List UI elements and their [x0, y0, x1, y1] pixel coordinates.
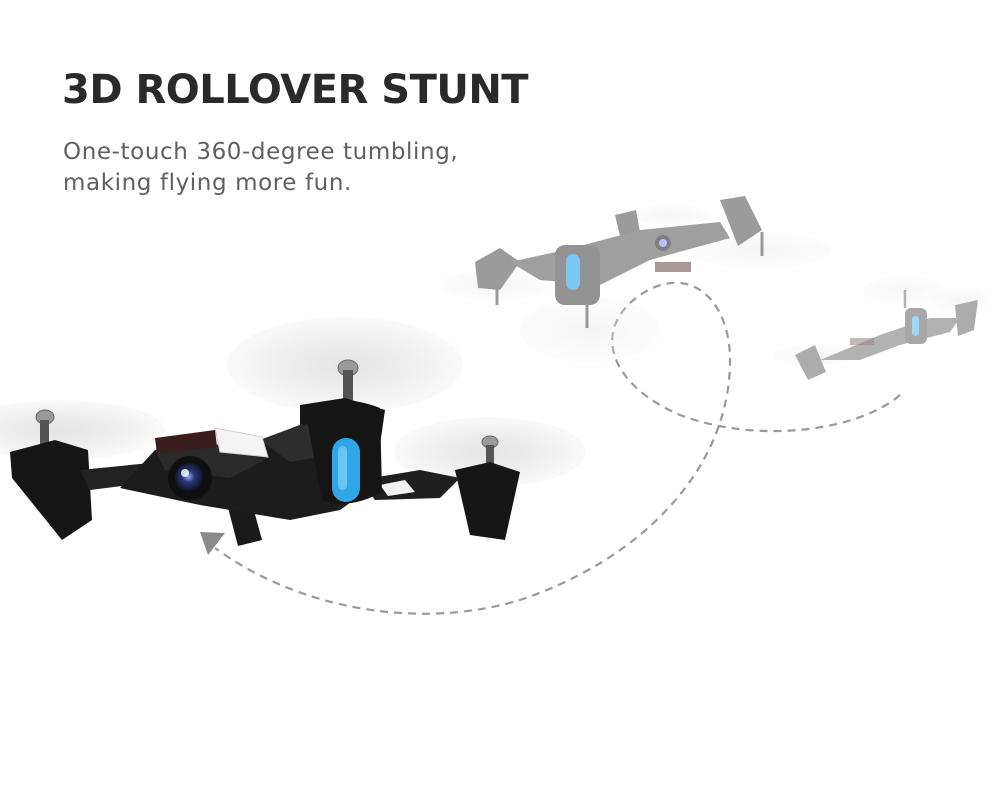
feature-description-line-2: making flying more fun. [63, 170, 352, 196]
flight-path-arrowhead [200, 532, 225, 555]
ghost-drone-upper [440, 196, 830, 362]
motor-leg-right [455, 462, 520, 540]
flight-path-loop [214, 281, 901, 615]
feature-description-line-1: One-touch 360-degree tumbling, [63, 139, 459, 165]
flight-path [214, 281, 901, 615]
main-drone [0, 317, 586, 546]
motor-leg-left [10, 440, 92, 540]
feature-description: One-touch 360-degree tumbling, making fl… [63, 137, 533, 199]
feature-title: 3D ROLLOVER STUNT [62, 67, 529, 113]
ghost-drone-right [773, 276, 990, 380]
battery-strip [155, 430, 217, 454]
